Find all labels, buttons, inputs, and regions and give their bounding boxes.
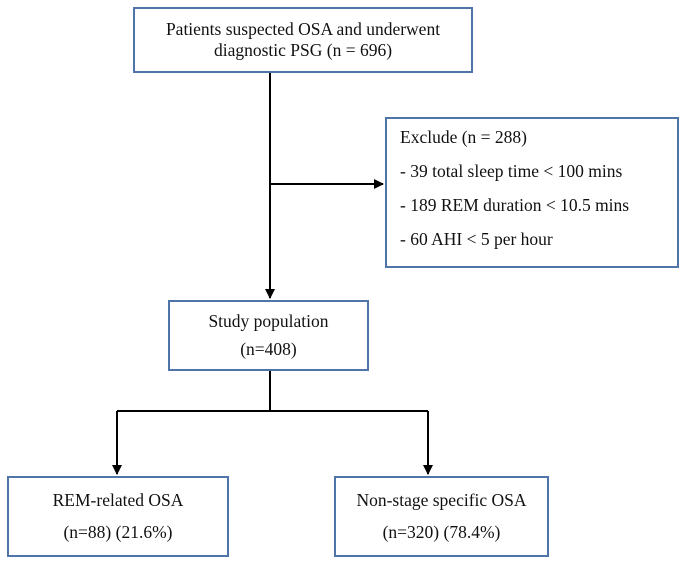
study-population-count: (n=408) [240, 338, 297, 359]
rem-related-osa-label: REM-related OSA [52, 489, 184, 510]
box-non-stage-specific-osa: Non-stage specific OSA (n=320) (78.4%) [334, 476, 549, 557]
study-population-label: Study population [208, 311, 329, 332]
non-stage-specific-osa-label: Non-stage specific OSA [356, 489, 527, 510]
box-suspected-patients-line1: Patients suspected OSA and underwent [165, 19, 441, 39]
box-study-population: Study population (n=408) [168, 300, 369, 371]
box-rem-related-osa: REM-related OSA (n=88) (21.6%) [7, 476, 229, 557]
exclude-title: Exclude (n = 288) [400, 127, 527, 147]
box-suspected-patients: Patients suspected OSA and underwent dia… [133, 7, 473, 73]
exclude-item-ahi: - 60 AHI < 5 per hour [400, 229, 553, 249]
non-stage-specific-osa-count: (n=320) (78.4%) [382, 522, 501, 543]
box-exclude: Exclude (n = 288) - 39 total sleep time … [385, 117, 679, 268]
exclude-item-rem-duration: - 189 REM duration < 10.5 mins [400, 195, 630, 215]
rem-related-osa-count: (n=88) (21.6%) [63, 522, 173, 543]
exclude-item-total-sleep-time: - 39 total sleep time < 100 mins [400, 161, 623, 181]
box-suspected-patients-line2: diagnostic PSG (n = 696) [213, 40, 393, 60]
